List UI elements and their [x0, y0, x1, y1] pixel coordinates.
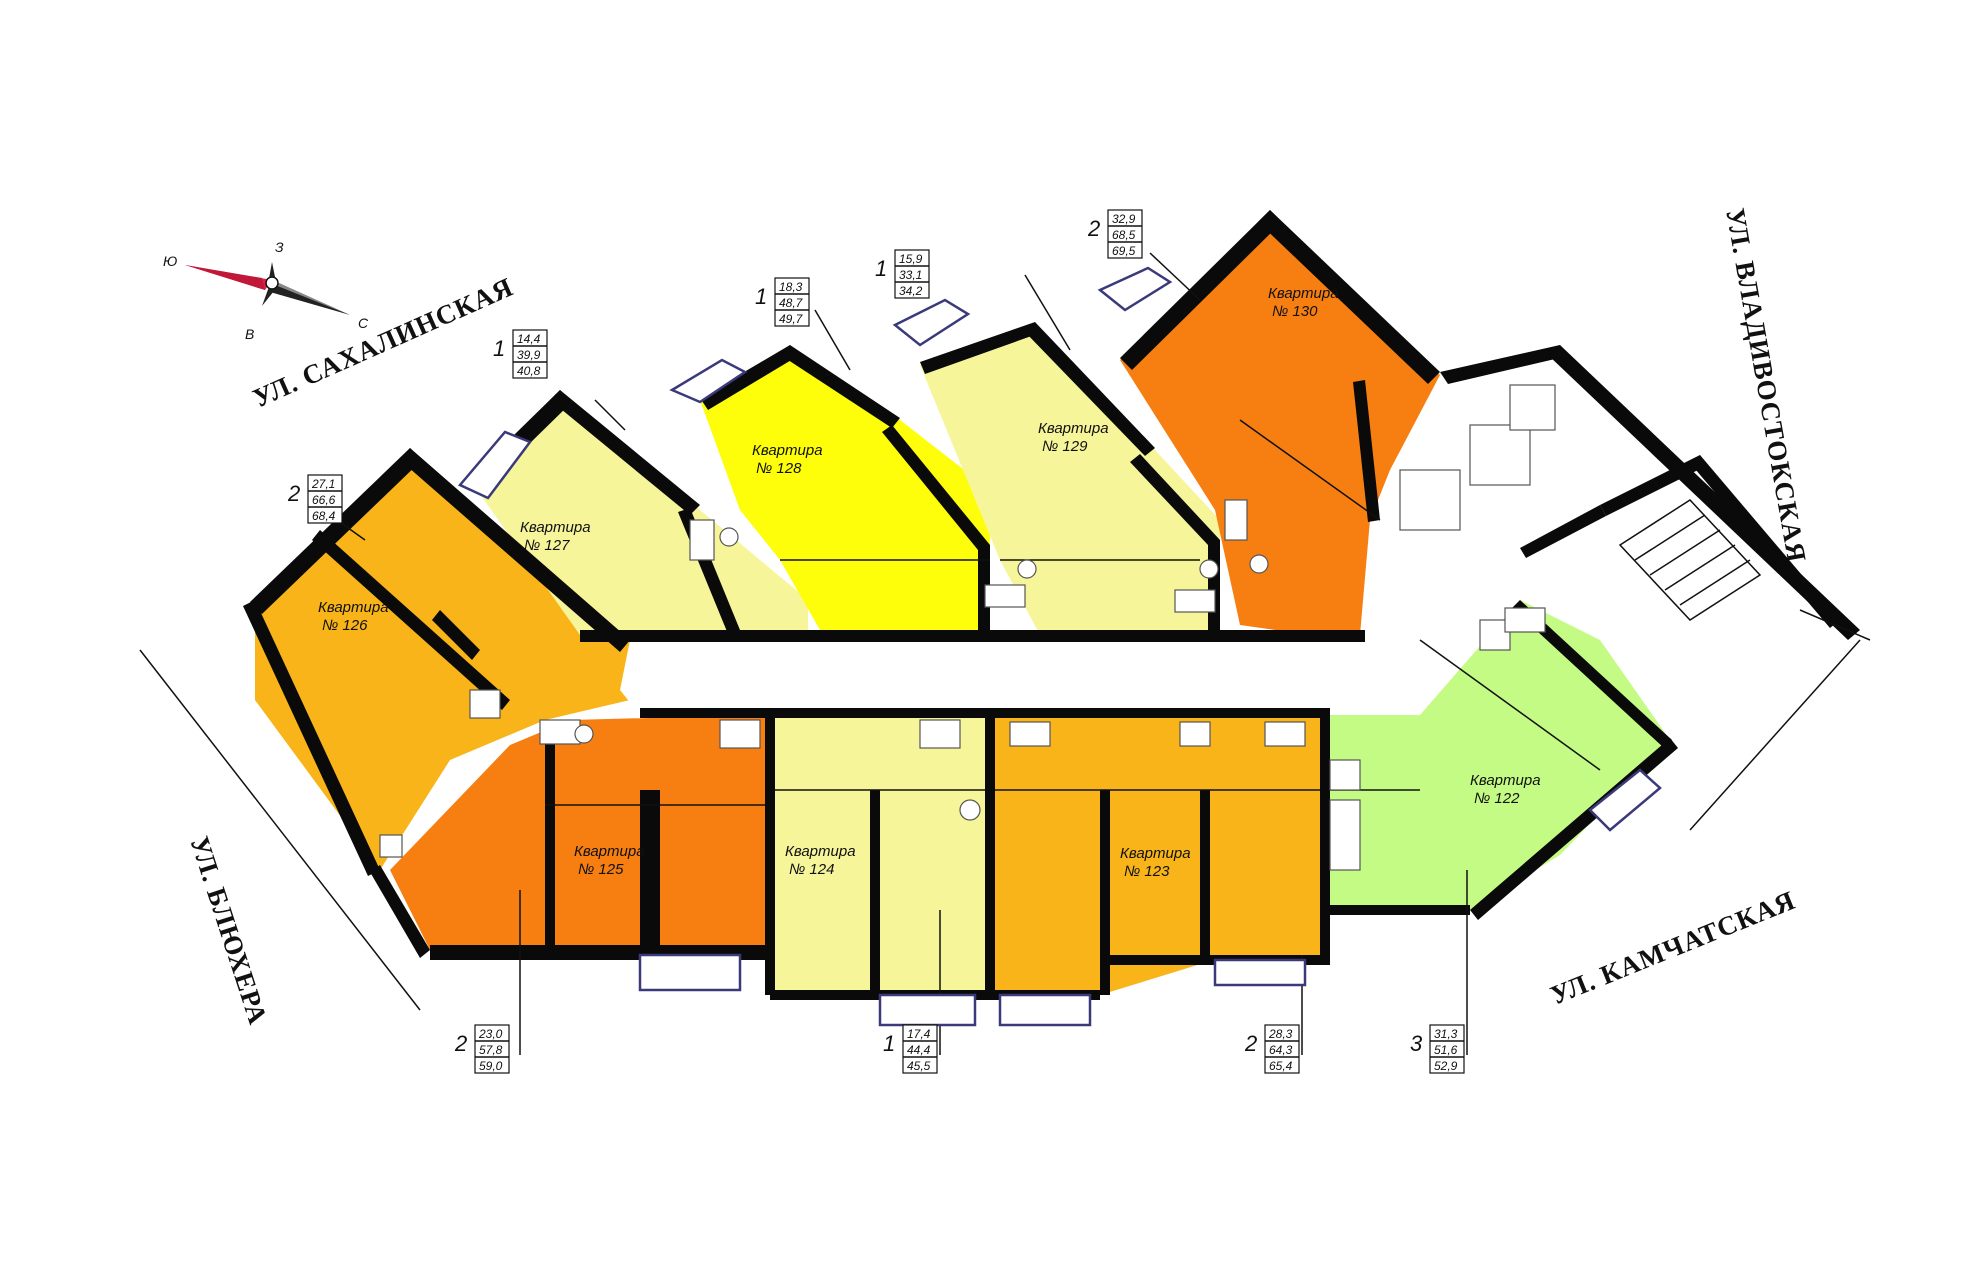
apartment-129-floor [920, 325, 1220, 635]
compass-letter-south: В [245, 326, 254, 342]
area-tag-130-total: 68,5 [1112, 228, 1136, 242]
compass-rose-icon: Ю З С В [163, 239, 369, 342]
fixtures [379, 384, 1556, 871]
apartment-130-floor [1120, 215, 1440, 635]
apartment-130-label: Квартира № 130 [1268, 285, 1339, 320]
apartment-125-label: Квартира № 125 [574, 843, 645, 878]
area-tag-126: 2 27,1 66,6 68,4 [287, 474, 343, 524]
area-tag-129: 1 15,9 33,1 34,2 [875, 249, 930, 299]
apartment-123-number: № 123 [1124, 863, 1170, 880]
street-label-blyukhera: УЛ. БЛЮХЕРА [184, 833, 273, 1029]
area-tag-127-living: 14,4 [517, 332, 541, 346]
apartment-128-label: Квартира № 128 [752, 442, 823, 477]
area-tag-122-rooms: 3 [1410, 1031, 1423, 1056]
area-tag-126-total: 66,6 [312, 493, 336, 507]
apartment-123-label: Квартира № 123 [1120, 845, 1191, 880]
area-tag-122-living: 31,3 [1434, 1027, 1458, 1041]
apartment-124-number: № 124 [789, 861, 834, 878]
area-tag-129-total: 33,1 [899, 268, 922, 282]
apartment-122-number: № 122 [1474, 790, 1520, 807]
apartment-126-label: Квартира № 126 [318, 599, 389, 634]
apartment-128-title: Квартира [752, 442, 823, 459]
apartment-125-title: Квартира [574, 843, 645, 860]
area-tag-129-living: 15,9 [899, 252, 923, 266]
staircase-icon [1618, 499, 1762, 621]
apartment-126-title: Квартира [318, 599, 389, 616]
area-tag-129-full: 34,2 [899, 284, 923, 298]
apartment-125-floor [390, 715, 765, 950]
compass-letter-east: С [358, 315, 369, 331]
apartment-124-label: Квартира № 124 [785, 843, 856, 878]
area-tag-125-living: 23,0 [478, 1027, 503, 1041]
apartment-124-title: Квартира [785, 843, 856, 860]
compass-letter-west: Ю [163, 253, 177, 269]
area-tag-130-full: 69,5 [1112, 244, 1136, 258]
area-tag-122-total: 51,6 [1434, 1043, 1458, 1057]
windows [457, 266, 1662, 1027]
area-tag-123-living: 28,3 [1268, 1027, 1293, 1041]
apartment-130-number: № 130 [1272, 303, 1318, 320]
area-tag-128: 1 18,3 48,7 49,7 [755, 277, 810, 327]
apartment-123-title: Квартира [1120, 845, 1191, 862]
area-tag-124: 1 17,4 44,4 45,5 [883, 1024, 938, 1074]
area-tag-124-full: 45,5 [907, 1059, 931, 1073]
apartment-122-title: Квартира [1470, 772, 1541, 789]
apartment-123-floor [995, 715, 1320, 995]
apartment-127-title: Квартира [520, 519, 591, 536]
area-tag-127-full: 40,8 [517, 364, 541, 378]
apartment-122-floor [1325, 600, 1670, 910]
area-tag-127: 1 14,4 39,9 40,8 [493, 329, 548, 379]
area-tag-128-rooms: 1 [755, 284, 767, 309]
area-tag-127-rooms: 1 [493, 336, 505, 361]
area-tag-123-full: 65,4 [1269, 1059, 1293, 1073]
apartment-127-label: Квартира № 127 [520, 519, 591, 554]
apartment-129-number: № 129 [1042, 438, 1088, 455]
area-tag-130-rooms: 2 [1087, 216, 1100, 241]
area-tag-122-full: 52,9 [1434, 1059, 1458, 1073]
area-tag-126-living: 27,1 [311, 477, 335, 491]
area-tag-123-total: 64,3 [1269, 1043, 1293, 1057]
apartment-129-title: Квартира [1038, 420, 1109, 437]
area-tag-125: 2 23,0 57,8 59,0 [454, 1024, 510, 1074]
area-tag-123-rooms: 2 [1244, 1031, 1257, 1056]
area-tag-129-rooms: 1 [875, 256, 887, 281]
compass-letter-north: З [275, 239, 284, 255]
area-tag-124-total: 44,4 [907, 1043, 931, 1057]
apartment-129-label: Квартира № 129 [1038, 420, 1109, 455]
apartment-122-label: Квартира № 122 [1470, 772, 1541, 807]
corridor [620, 550, 1530, 715]
area-tag-130-living: 32,9 [1112, 212, 1136, 226]
area-tag-124-living: 17,4 [907, 1027, 931, 1041]
apartment-125-number: № 125 [578, 861, 624, 878]
street-label-kamchatskaya: УЛ. КАМЧАТСКАЯ [1546, 885, 1800, 1011]
area-tag-127-total: 39,9 [517, 348, 541, 362]
apartment-130-title: Квартира [1268, 285, 1339, 302]
area-tag-126-rooms: 2 [287, 481, 300, 506]
area-tag-128-living: 18,3 [779, 280, 803, 294]
area-tag-124-rooms: 1 [883, 1031, 895, 1056]
apartment-128-number: № 128 [756, 460, 802, 477]
area-tag-125-rooms: 2 [454, 1031, 467, 1056]
area-tag-128-total: 48,7 [779, 296, 804, 310]
street-edge-lines [139, 609, 1871, 1011]
apartment-127-number: № 127 [524, 537, 570, 554]
area-tag-125-full: 59,0 [479, 1059, 503, 1073]
area-tag-123: 2 28,3 64,3 65,4 [1244, 1024, 1300, 1074]
area-tag-125-total: 57,8 [479, 1043, 503, 1057]
area-tag-130: 2 32,9 68,5 69,5 [1087, 209, 1143, 259]
area-tag-126-full: 68,4 [312, 509, 336, 523]
apartment-126-number: № 126 [322, 617, 368, 634]
area-tag-122: 3 31,3 51,6 52,9 [1410, 1024, 1465, 1074]
area-tag-128-full: 49,7 [779, 312, 804, 326]
